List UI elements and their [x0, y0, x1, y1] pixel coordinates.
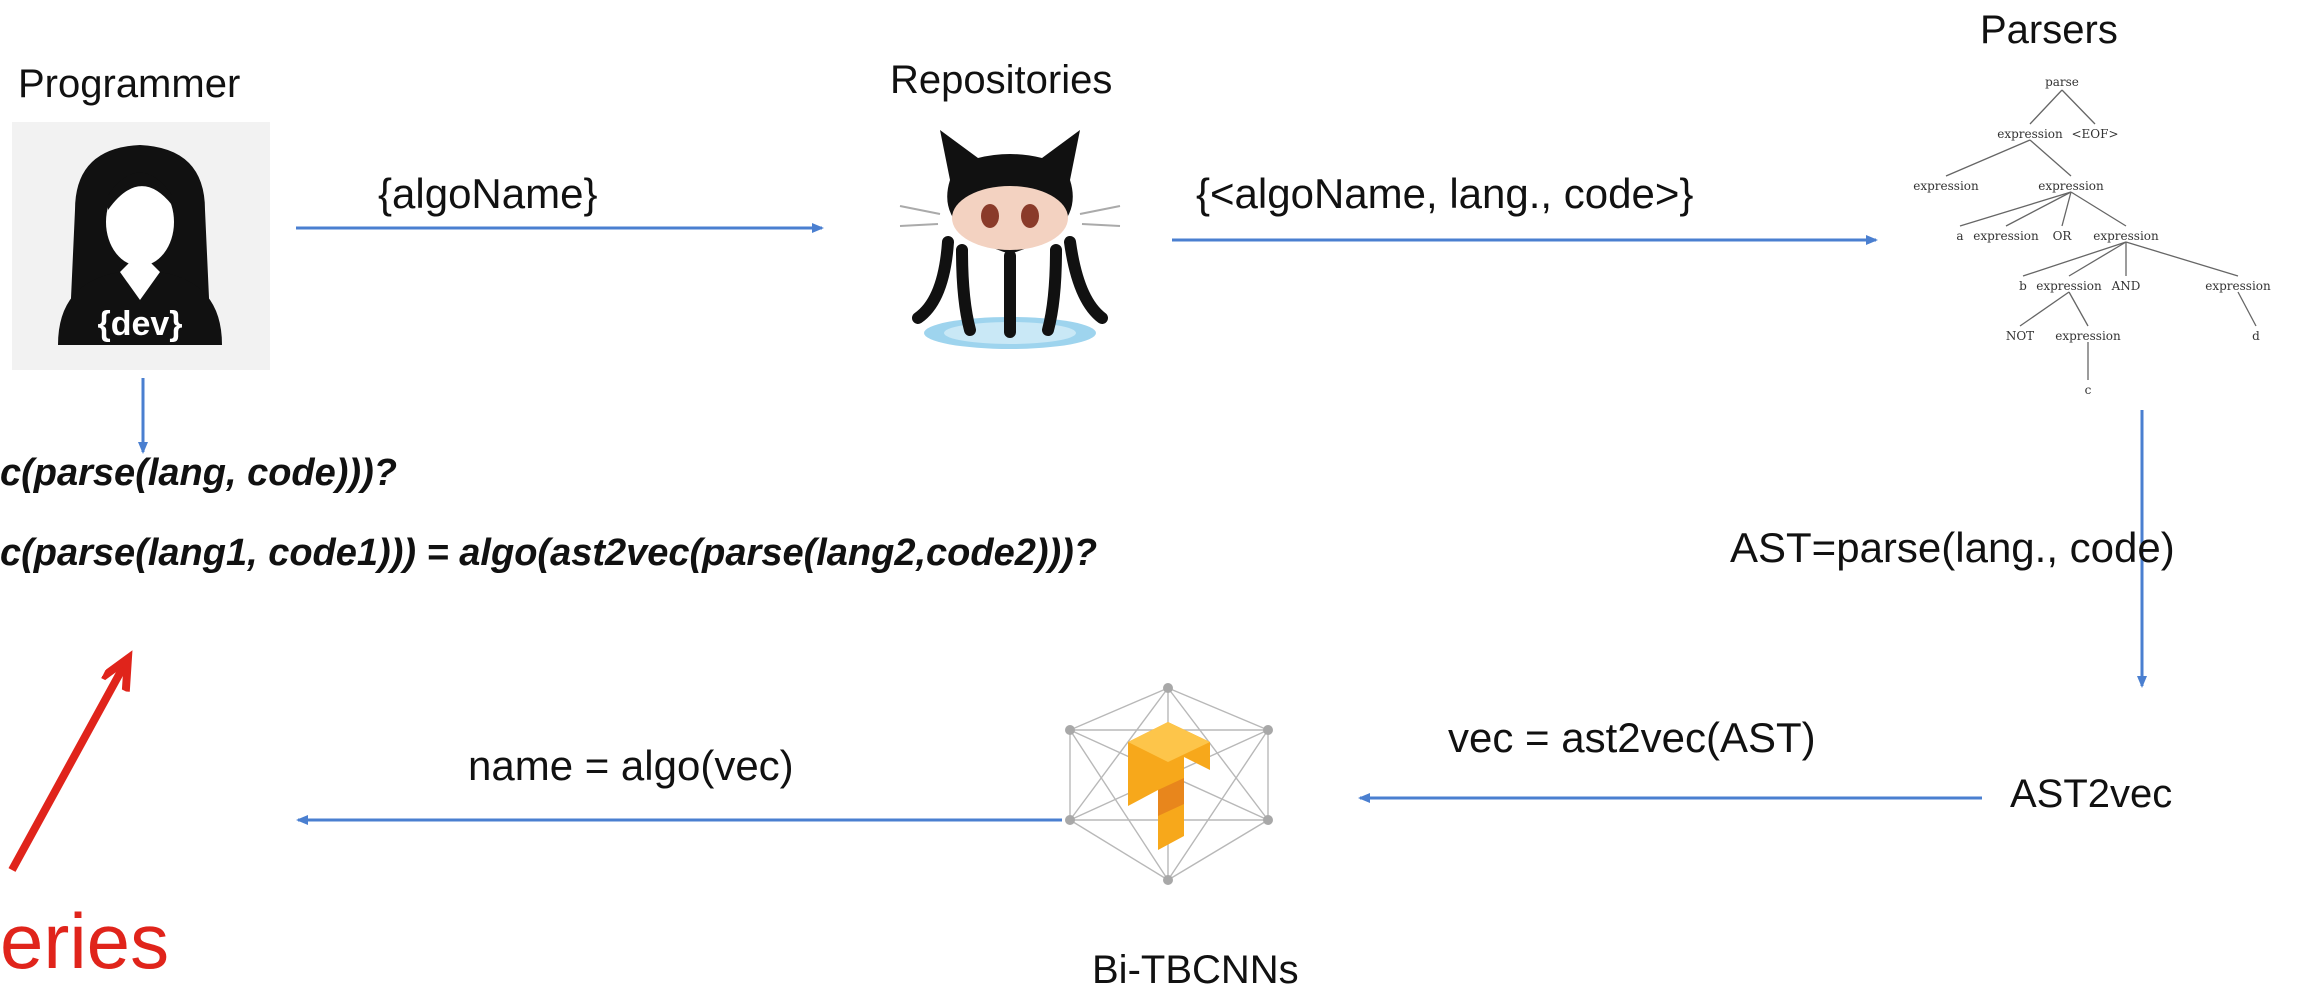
tree-node-label: d [2252, 329, 2260, 343]
tree-node-label: AND [2111, 279, 2141, 293]
tensorflow-network-icon [1065, 683, 1273, 885]
tree-node-label: expression [2205, 279, 2271, 293]
red-annotation-arrow [8, 662, 126, 872]
parse-tree-icon: parse expression <EOF> expression expres… [1913, 75, 2271, 397]
tree-node-label: expression [1973, 229, 2039, 243]
tree-node-label: expression [2093, 229, 2159, 243]
query-line-1: c(parse(lang, code)))? [0, 452, 397, 494]
query-line-2: c(parse(lang1, code1))) = algo(ast2vec(p… [0, 532, 1098, 574]
annotation-text: eries [0, 897, 170, 985]
tree-node-label: expression [2036, 279, 2102, 293]
tree-node-label: parse [2045, 75, 2079, 89]
tree-node-label: expression [1997, 127, 2063, 141]
tree-node-label: NOT [2006, 329, 2034, 343]
tree-node-label: <EOF> [2071, 127, 2118, 141]
node-title-bitbcnns: Bi-TBCNNs [1092, 948, 1299, 992]
edge-label-algoname: {algoName} [378, 170, 598, 217]
tree-node-label: OR [2053, 229, 2073, 243]
node-title-parsers: Parsers [1980, 8, 2118, 52]
developer-icon [12, 122, 270, 370]
tree-node-label: a [1956, 229, 1963, 243]
github-octocat-icon [899, 130, 1121, 349]
programmer-badge: {dev} [97, 305, 182, 343]
edge-label-vec-ast2vec: vec = ast2vec(AST) [1448, 714, 1816, 761]
edge-label-algoname-lang-code: {<algoName, lang., code>} [1196, 170, 1694, 217]
edge-label-ast-parse: AST=parse(lang., code) [1730, 524, 2175, 571]
edge-label-name-algo: name = algo(vec) [468, 742, 794, 789]
tree-node-label: expression [2055, 329, 2121, 343]
tree-node-label: b [2019, 279, 2027, 293]
tree-node-label: expression [1913, 179, 1979, 193]
node-title-programmer: Programmer [18, 62, 241, 106]
tree-node-label: c [2085, 383, 2092, 397]
node-title-repositories: Repositories [890, 58, 1113, 102]
node-title-ast2vec: AST2vec [2010, 772, 2173, 816]
tree-node-label: expression [2038, 179, 2104, 193]
